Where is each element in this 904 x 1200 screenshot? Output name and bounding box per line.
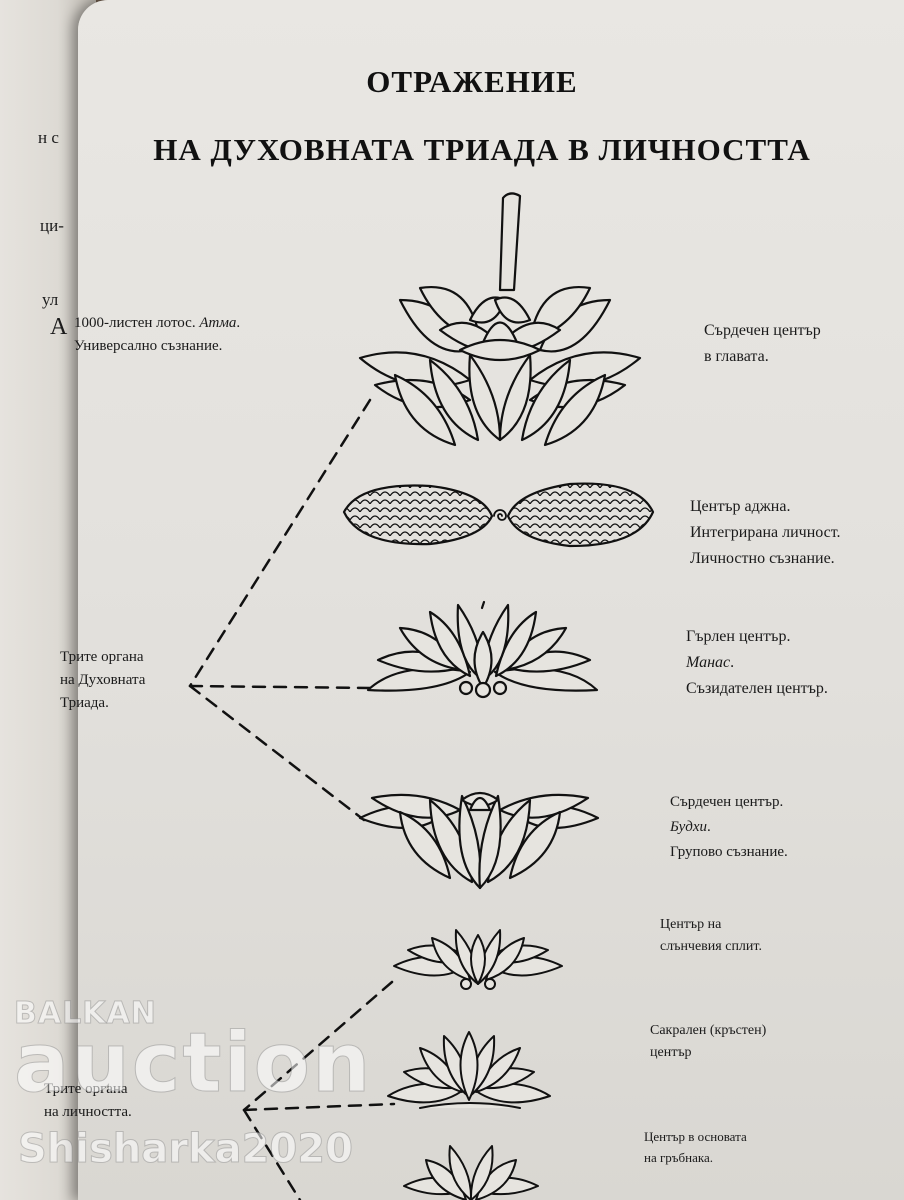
left-page-fragment: ул — [42, 290, 59, 309]
label-spiritual-triad: Трите органа на Духовната Триада. — [60, 649, 146, 711]
lotus-ajna — [342, 482, 655, 548]
page-title-line2: НА ДУХОВНАТА ТРИАДА В ЛИЧНОСТТА — [153, 132, 811, 167]
left-page-fragment: н с — [38, 128, 59, 147]
label-solar-plexus-center: Център на слънчевия сплит. — [660, 917, 762, 954]
left-page-fragment: А — [50, 314, 68, 340]
label-personality-organs: Трите органа на личността. — [44, 1081, 132, 1120]
watermark-username: Shisharka2020 — [18, 1126, 354, 1173]
label-throat-center: Гърлен център. Манас. Съзидателен център… — [686, 628, 828, 697]
connector-lines — [188, 398, 396, 1200]
watermark-auction: auction — [13, 1016, 373, 1112]
label-sacral-center: Сакрален (кръстен) център — [650, 1023, 767, 1060]
label-lotus-1000: 1000-листен лотос. Атма. Универсално съз… — [74, 315, 241, 354]
label-head-heart-center: Сърдечен център в главата. — [704, 322, 821, 365]
lotus-sacral — [387, 1031, 551, 1109]
label-heart-center: Сърдечен център. Будхи. Групово съзнание… — [670, 794, 788, 860]
label-ajna-center: Център аджна. Интегрирана личност. Лично… — [690, 498, 841, 567]
lotus-1000-petal — [358, 192, 642, 447]
lotus-throat — [366, 600, 599, 699]
label-base-center: Център в основата на гръбнака. — [644, 1129, 747, 1165]
watermark-balkan: BALKAN — [14, 996, 157, 1032]
book-page — [78, 0, 904, 1200]
lotus-solar-plexus — [393, 929, 563, 990]
page-title-line1: ОТРАЖЕНИЕ — [366, 64, 578, 99]
lotus-heart — [358, 791, 600, 890]
lotus-base — [403, 1145, 539, 1200]
left-page-fragment: ци- — [40, 216, 64, 235]
